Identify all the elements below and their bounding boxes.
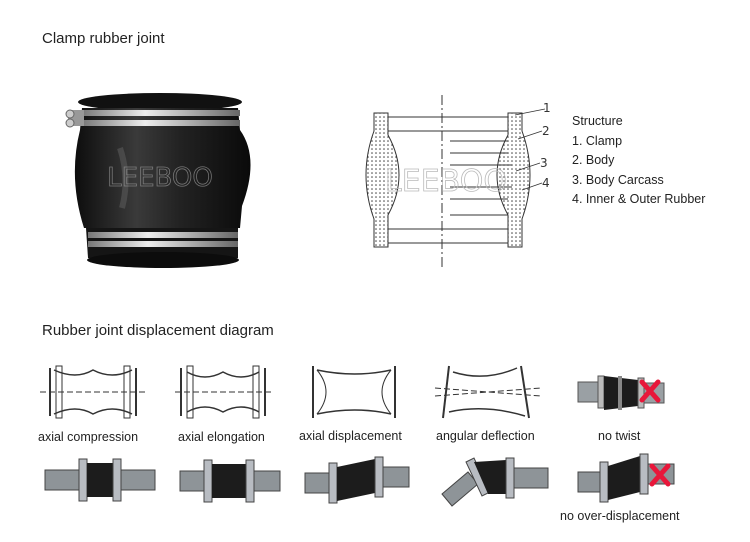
pipe-axial-displacement [304,456,410,504]
caption-axial-displacement: axial displacement [299,429,402,443]
clamp-joint-photo: LEEBOO [65,93,251,268]
diagram-axial-elongation [175,365,273,419]
structure-drawing: 1 2 3 4 LEEBOO [365,95,551,267]
pipe-axial-elongation [179,459,281,503]
structure-legend: Structure 1. Clamp 2. Body 3. Body Carca… [572,112,705,210]
photo-watermark: LEEBOO [107,163,213,193]
section-title: Rubber joint displacement diagram [42,322,274,339]
caption-no-over-displacement: no over-displacement [560,509,680,523]
pipe-axial-compression [44,458,156,502]
diagram-axial-displacement [312,366,396,418]
caption-axial-compression: axial compression [38,430,139,444]
pipe-no-over-displacement [577,453,675,503]
diagram-no-twist [577,375,665,410]
structure-heading: Structure [572,114,623,128]
pipe-angular-deflection [441,457,549,507]
caption-axial-elongation: axial elongation [178,430,265,444]
structure-item-carcass: 3. Body Carcass [572,172,664,187]
diagram-angular-deflection [434,365,542,419]
callout-2: 2 [542,124,550,138]
structure-item-rubber: 4. Inner & Outer Rubber [572,192,706,206]
callout-4: 4 [542,176,550,190]
callout-3: 3 [540,156,548,170]
callout-1: 1 [543,101,551,115]
cross-icon [649,463,671,487]
structure-item-body: 2. Body [572,153,615,167]
structure-item-clamp: 1. Clamp [572,133,623,148]
diagram-axial-compression [40,365,146,419]
caption-no-twist: no twist [598,429,641,443]
caption-angular-deflection: angular deflection [436,429,535,443]
cross-icon [639,379,661,403]
page-title: Clamp rubber joint [42,30,165,47]
drawing-watermark: LEEBOO [385,164,507,199]
